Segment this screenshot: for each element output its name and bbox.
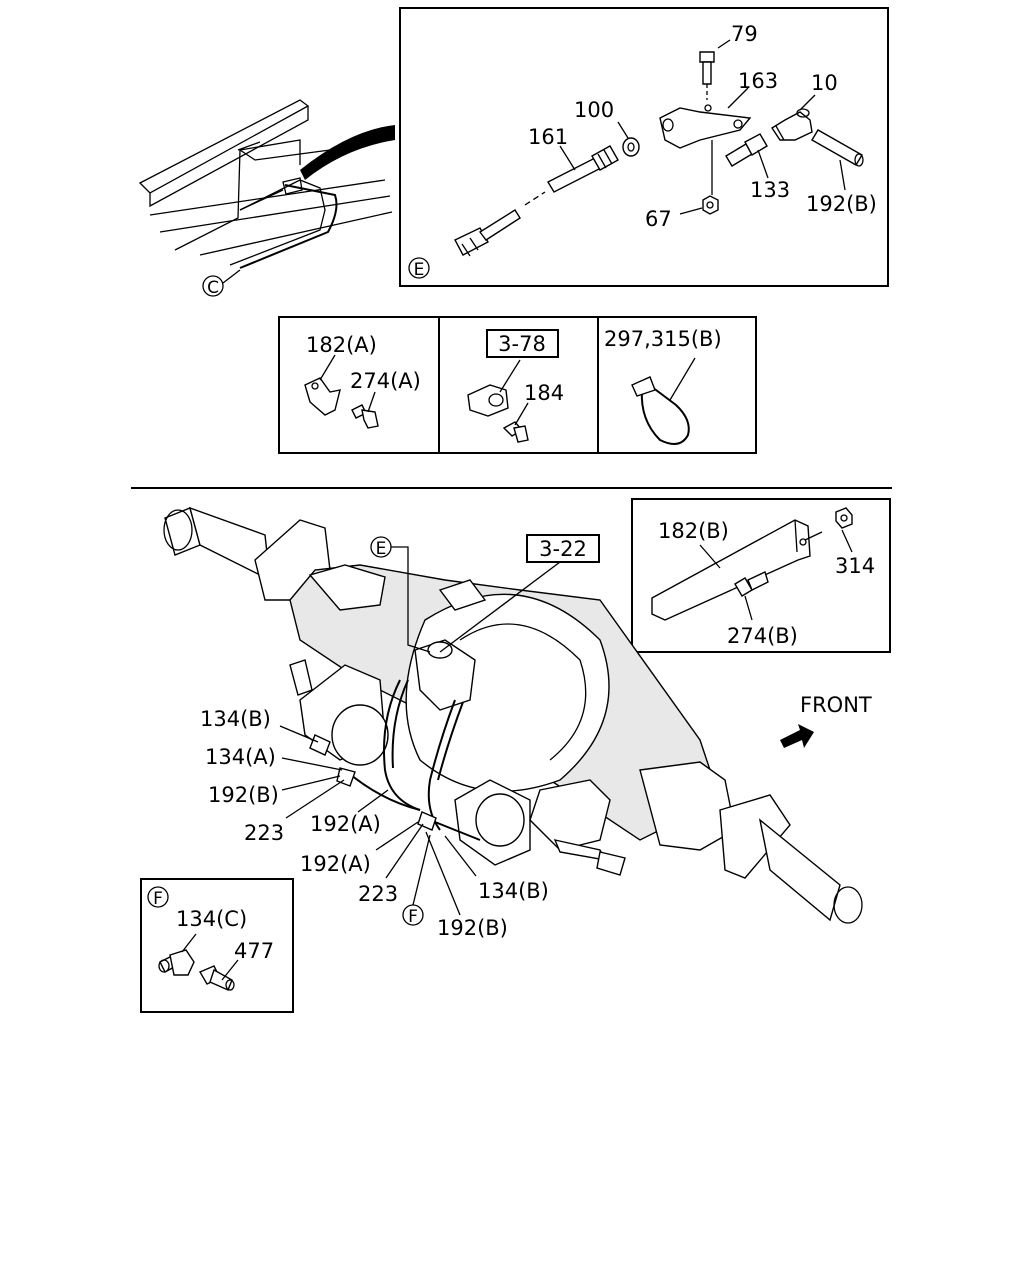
part-10-elbow xyxy=(771,108,813,141)
svg-text:297,315(B): 297,315(B) xyxy=(604,327,722,351)
svg-text:67: 67 xyxy=(645,207,672,231)
detail-182b-box: 182(B) 314 274(B) xyxy=(631,498,891,653)
svg-text:F: F xyxy=(408,907,418,927)
svg-text:163: 163 xyxy=(738,69,778,93)
part-161-pipe xyxy=(547,145,619,193)
svg-text:E: E xyxy=(376,539,387,559)
svg-text:192(A): 192(A) xyxy=(300,852,371,876)
axle-callout-E: E xyxy=(370,536,431,653)
svg-text:477: 477 xyxy=(234,939,274,963)
chassis-frame-illustration xyxy=(138,99,395,269)
svg-text:134(B): 134(B) xyxy=(478,879,549,903)
panel-clip-182a: 182(A) 274(A) xyxy=(304,333,421,429)
svg-text:FRONT: FRONT xyxy=(800,693,872,717)
callout-C: C xyxy=(202,269,241,298)
svg-text:3-22: 3-22 xyxy=(539,537,587,561)
svg-text:134(A): 134(A) xyxy=(205,745,276,769)
svg-text:C: C xyxy=(207,278,219,298)
axle-leaders xyxy=(279,725,477,916)
detail-F-box: F 134(C) 477 xyxy=(140,878,294,1013)
part-79-bolt xyxy=(699,51,715,100)
hose-end-fitting xyxy=(454,191,546,257)
svg-text:134(B): 134(B) xyxy=(200,707,271,731)
svg-text:274(A): 274(A) xyxy=(350,369,421,393)
svg-text:79: 79 xyxy=(731,22,758,46)
front-direction-indicator: FRONT xyxy=(780,693,872,748)
svg-text:184: 184 xyxy=(524,381,564,405)
svg-text:134(C): 134(C) xyxy=(176,907,247,931)
part-163-bracket xyxy=(659,104,752,192)
part-67-nut xyxy=(702,192,719,215)
svg-text:192(B): 192(B) xyxy=(208,783,279,807)
callout-F: F xyxy=(147,886,169,909)
svg-text:3-78: 3-78 xyxy=(498,332,546,356)
svg-text:223: 223 xyxy=(244,821,284,845)
svg-text:161: 161 xyxy=(528,125,568,149)
axle-ref-3-22: 3-22 xyxy=(439,534,600,653)
svg-text:192(B): 192(B) xyxy=(806,192,877,216)
panel-tie-strap: 297,315(B) xyxy=(604,327,722,445)
small-parts-panels: 182(A) 274(A) 3-78 184 297,315(B) xyxy=(278,316,757,454)
svg-text:192(A): 192(A) xyxy=(310,812,381,836)
axle-labels: 134(B) 134(A) 192(B) 223 192(A) 192(A) 2… xyxy=(200,707,549,940)
rear-axle-illustration xyxy=(163,506,863,924)
part-192b-tube xyxy=(811,129,864,167)
svg-text:133: 133 xyxy=(750,178,790,202)
part-100-nut xyxy=(622,137,640,157)
svg-text:223: 223 xyxy=(358,882,398,906)
svg-text:182(B): 182(B) xyxy=(658,519,729,543)
svg-text:100: 100 xyxy=(574,98,614,122)
callout-E: E xyxy=(408,257,430,280)
svg-text:274(B): 274(B) xyxy=(727,624,798,648)
part-133-connector xyxy=(725,133,768,167)
detail-E-box: E xyxy=(399,7,889,287)
svg-text:E: E xyxy=(414,260,425,280)
svg-text:10: 10 xyxy=(811,71,838,95)
svg-text:192(B): 192(B) xyxy=(437,916,508,940)
axle-callout-F: F xyxy=(402,834,431,927)
panel-clamp-184: 3-78 184 xyxy=(467,329,564,443)
svg-text:F: F xyxy=(153,889,163,909)
svg-text:314: 314 xyxy=(835,554,875,578)
svg-text:182(A): 182(A) xyxy=(306,333,377,357)
